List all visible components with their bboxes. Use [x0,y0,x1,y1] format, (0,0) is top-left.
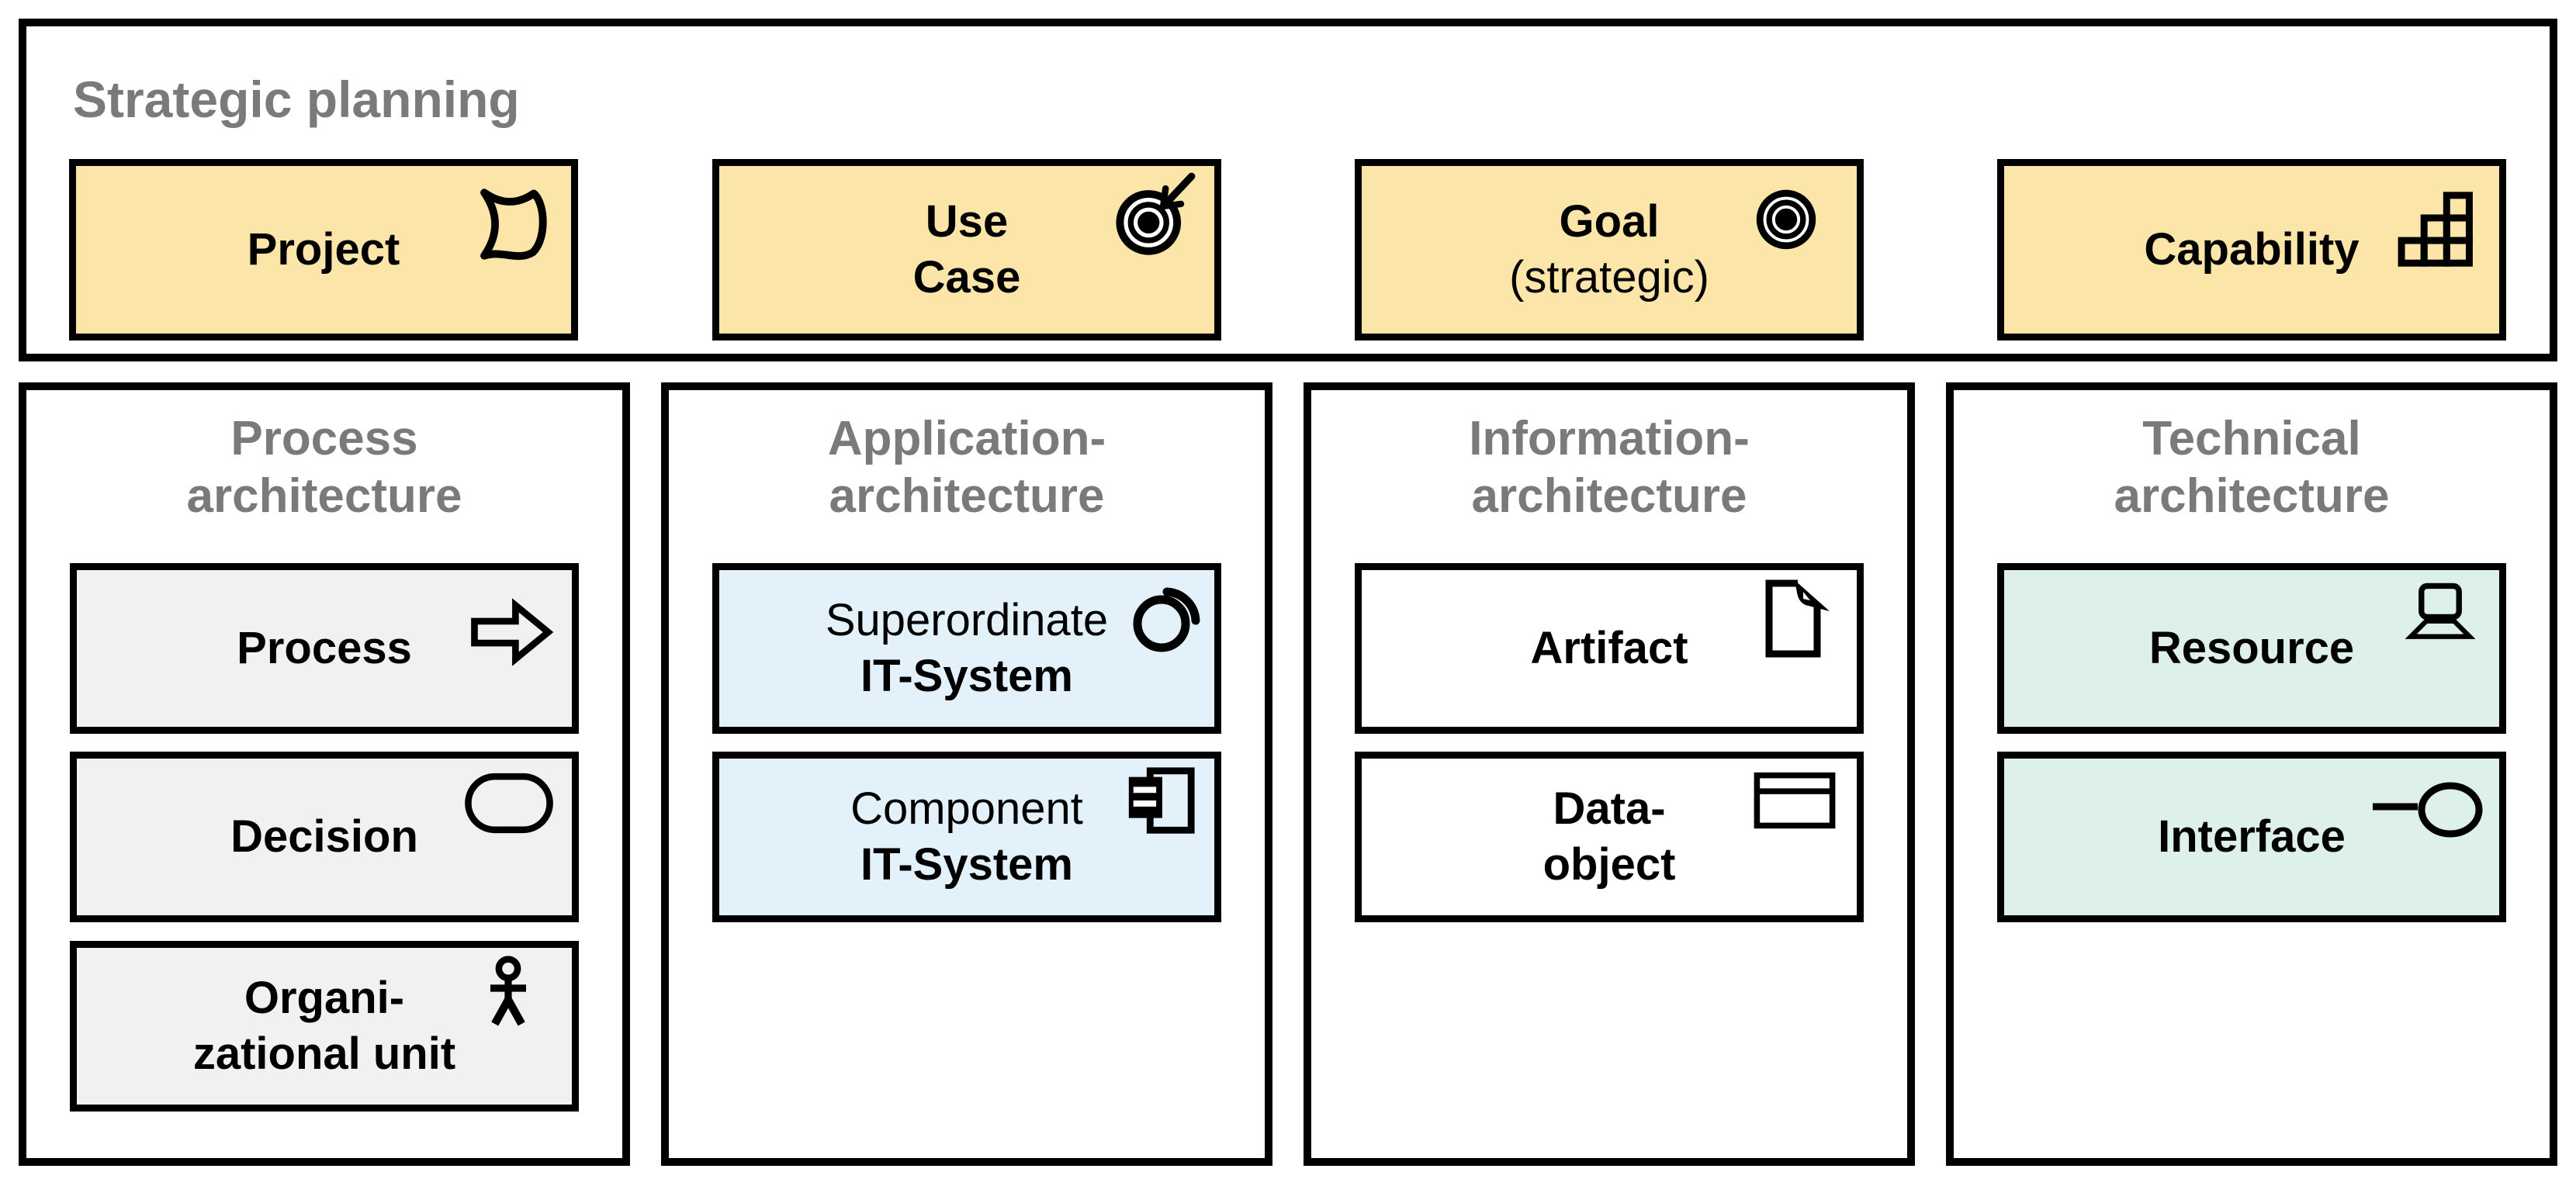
lollipop-interface-icon [2373,782,2483,838]
column-title-line2: architecture [186,469,462,524]
column-title-line2: architecture [2114,469,2390,524]
node-label: Component [850,783,1083,835]
node-resource: Resource [1997,563,2506,734]
node-label: Organi- [244,973,405,1024]
node-organizational-unit: Organi- zational unit [70,941,579,1112]
node-label: Use [925,196,1009,247]
column-title-line2: architecture [1471,469,1747,524]
stair-blocks-icon [2398,192,2473,267]
node-process: Process [70,563,579,734]
laptop-icon [2405,583,2476,639]
uml-component-icon [1128,767,1195,834]
data-rectangle-icon [1754,772,1836,829]
information-architecture-section: Information- architecture Artifact Data-… [1304,382,1915,1166]
column-title: Process architecture [26,410,622,526]
node-decision: Decision [70,752,579,922]
process-architecture-section: Process architecture Process Decision [19,382,630,1166]
node-label: Interface [2158,811,2346,863]
target-arrow-icon [1116,172,1196,255]
node-label: Project [247,224,400,275]
bullseye-icon [1756,189,1816,250]
node-label: Goal [1559,196,1660,247]
column-title: Application- architecture [669,410,1265,526]
node-artifact: Artifact [1355,563,1864,734]
circle-crescent-icon [1133,587,1200,652]
column-title-line2: architecture [829,469,1105,524]
node-sublabel: (strategic) [1509,252,1709,303]
node-data-object: Data- object [1355,752,1864,922]
node-label: Superordinate [825,595,1109,646]
node-label: Process [237,623,412,674]
node-label: Case [912,252,1021,303]
column-title-line1: Process [230,412,418,465]
node-label: Data- [1553,783,1666,835]
strategic-planning-title: Strategic planning [73,71,520,128]
column-title: Technical architecture [1954,410,2550,526]
node-superordinate-it-system: Superordinate IT-System [712,563,1221,734]
node-capability: Capability [1997,159,2506,341]
stick-figure-icon [490,956,526,1026]
column-title-line1: Technical [2142,412,2361,465]
node-interface: Interface [1997,752,2506,922]
technical-architecture-section: Technical architecture Resource Interfac… [1946,382,2557,1166]
rounded-rectangle-icon [465,773,553,834]
node-label: zational unit [192,1029,456,1079]
node-component-it-system: Component IT-System [712,752,1221,922]
node-label: Artifact [1530,623,1688,674]
node-label: Resource [2148,623,2355,674]
node-goal: Goal (strategic) [1355,159,1864,341]
strategic-planning-section: Strategic planning Project Use Case [19,19,2557,361]
application-architecture-section: Application- architecture Superordinate … [661,382,1272,1166]
document-icon [1765,579,1830,658]
node-label: Capability [2144,224,2360,275]
node-label: object [1542,839,1676,890]
column-title-line1: Information- [1469,412,1750,465]
project-flag-icon [480,188,547,261]
column-title-line1: Application- [827,412,1106,465]
node-project: Project [69,159,578,341]
node-label: IT-System [860,651,1073,701]
arrow-right-icon [471,598,553,666]
node-label: Decision [230,811,418,863]
column-title: Information- architecture [1311,410,1907,526]
node-label: IT-System [860,839,1073,890]
node-use-case: Use Case [712,159,1221,341]
